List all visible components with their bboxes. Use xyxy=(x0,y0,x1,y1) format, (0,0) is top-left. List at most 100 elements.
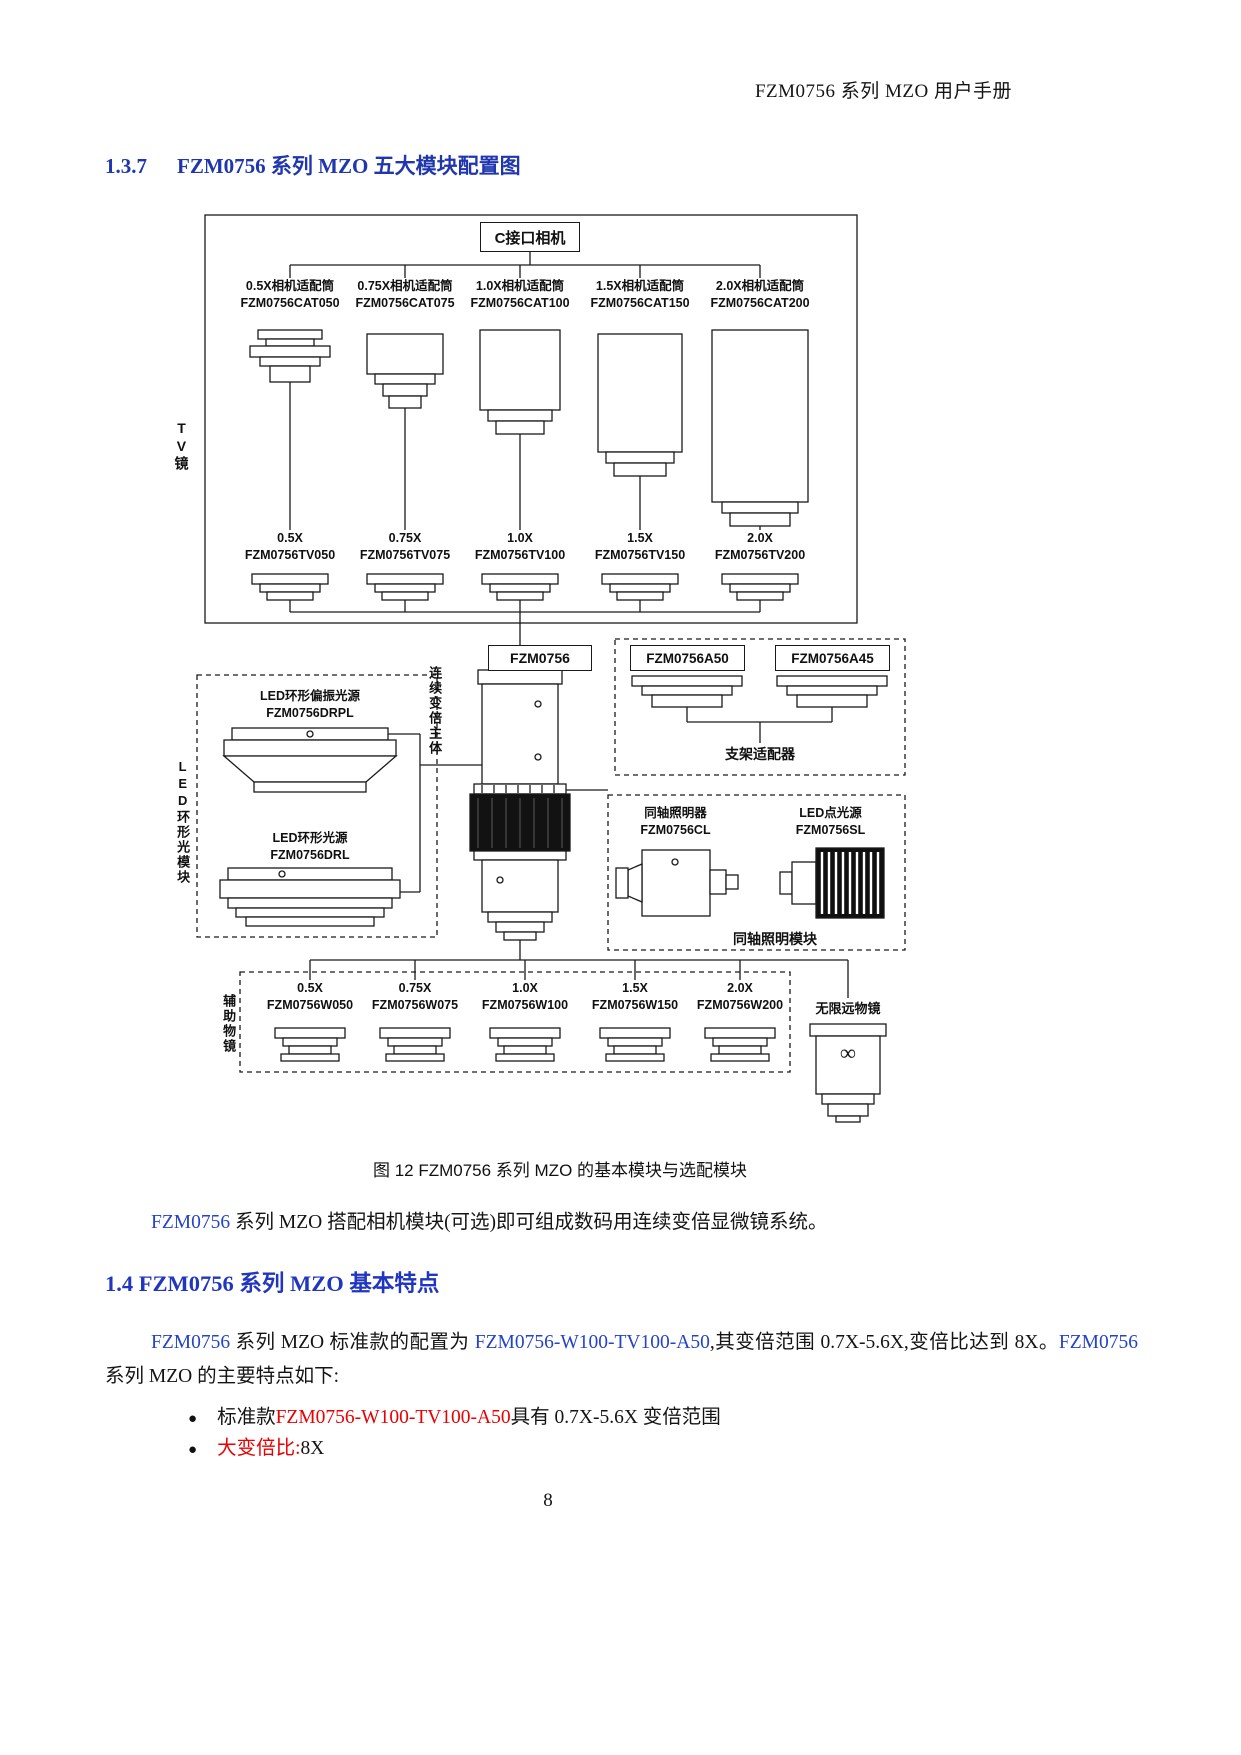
model-link: FZM0756 xyxy=(151,1212,231,1233)
objective-model: FZM0756W075 xyxy=(371,997,459,1012)
camera-adapter-label: 2.0X相机适配筒 FZM0756CAT200 xyxy=(690,278,830,311)
zoom-body-model: FZM0756 xyxy=(510,650,570,666)
tv-lens-model: FZM0756TV050 xyxy=(244,547,336,562)
adapter-model: FZM0756CAT075 xyxy=(355,295,455,310)
adapter-model: FZM0756CAT150 xyxy=(590,295,690,310)
objective-model: FZM0756W050 xyxy=(266,997,354,1012)
camera-port-box: C接口相机 xyxy=(480,222,580,252)
led-ring-light-drawings xyxy=(219,727,401,927)
feature-text: 标准款 xyxy=(217,1407,276,1428)
camera-adapter-label: 0.75X相机适配筒 FZM0756CAT075 xyxy=(335,278,475,311)
intro-paragraph: FZM0756 系列 MZO 搭配相机模块(可选)即可组成数码用连续变倍显微镜系… xyxy=(105,1206,1138,1240)
led-spot-model: FZM0756SL xyxy=(795,822,866,837)
led-spot-name: LED点光源 xyxy=(799,806,862,820)
infinity-objective-drawing xyxy=(809,1023,887,1123)
bullet-icon: ● xyxy=(188,1411,198,1427)
infinity-objective-label: 无限远物镜 xyxy=(815,1001,881,1016)
coaxial-model: FZM0756CL xyxy=(640,822,711,837)
coaxial-name: 同轴照明器 xyxy=(644,806,707,820)
bracket-a45-box: FZM0756A45 xyxy=(775,645,890,671)
tv-lens-name: 1.5X xyxy=(627,531,653,545)
page-number: 8 xyxy=(543,1490,553,1511)
figure-caption: 图 12 FZM0756 系列 MZO 的基本模块与选配模块 xyxy=(372,1161,748,1180)
feature-highlight: 大变倍比: xyxy=(217,1438,301,1459)
tv-lens-label: 1.0X FZM0756TV100 xyxy=(450,530,590,563)
infinity-symbol: ∞ xyxy=(840,1040,856,1065)
bracket-a50-model: FZM0756A50 xyxy=(646,650,729,666)
tv-lens-label: 0.75X FZM0756TV075 xyxy=(335,530,475,563)
adapter-name: 0.5X相机适配筒 xyxy=(245,279,335,293)
coaxial-group-label: 同轴照明模块 xyxy=(733,931,817,947)
section-heading-1-3-7: 1.3.7 FZM0756 系列 MZO 五大模块配置图 xyxy=(105,150,521,180)
section-title: FZM0756 系列 MZO 五大模块配置图 xyxy=(177,154,521,178)
bracket-a45-model: FZM0756A45 xyxy=(791,650,874,666)
adapter-name: 1.0X相机适配筒 xyxy=(475,279,565,293)
module-group-borders xyxy=(196,638,906,1073)
camera-adapter-label: 1.5X相机适配筒 FZM0756CAT150 xyxy=(570,278,710,311)
objective-model: FZM0756W200 xyxy=(696,997,784,1012)
objective-name: 2.0X xyxy=(727,981,753,995)
tv-lens-model: FZM0756TV075 xyxy=(359,547,451,562)
features-text: 系列 MZO 标准款的配置为 xyxy=(230,1332,475,1353)
features-text: 系列 MZO 的主要特点如下: xyxy=(105,1366,340,1387)
model-link: FZM0756 xyxy=(1058,1332,1138,1353)
tv-lens-label: 0.5X FZM0756TV050 xyxy=(220,530,360,563)
bullet-icon: ● xyxy=(188,1442,198,1458)
objective-label: 1.5X FZM0756W150 xyxy=(575,980,695,1013)
led-ring-model: FZM0756DRL xyxy=(270,847,350,862)
adapter-model: FZM0756CAT200 xyxy=(710,295,810,310)
module-configuration-diagram: C接口相机 FZM0756 FZM0756A50 FZM0756A45 TV镜 … xyxy=(170,212,915,1137)
objective-name: 0.5X xyxy=(297,981,323,995)
tv-lens-model: FZM0756TV150 xyxy=(594,547,686,562)
coaxial-illuminator-label: 同轴照明器 FZM0756CL xyxy=(613,805,738,838)
adapter-name: 2.0X相机适配筒 xyxy=(715,279,805,293)
feature-item: ● 标准款 FZM0756-W100-TV100-A50 具有 0.7X-5.6… xyxy=(188,1400,721,1431)
coaxial-illuminator-drawing xyxy=(615,849,739,917)
zoom-body-drawing xyxy=(469,669,571,941)
led-ring-group-label: LED环形光模块 xyxy=(175,759,191,885)
led-ring-name: LED环形光源 xyxy=(272,831,348,845)
tv-lens-name: 1.0X xyxy=(507,531,533,545)
camera-adapter-label: 1.0X相机适配筒 FZM0756CAT100 xyxy=(450,278,590,311)
adapter-name: 1.5X相机适配筒 xyxy=(595,279,685,293)
feature-text: 8X xyxy=(300,1438,325,1459)
camera-adapter-drawings xyxy=(249,329,809,527)
feature-text: 具有 0.7X-5.6X 变倍范围 xyxy=(510,1407,721,1428)
model-link: FZM0756 xyxy=(151,1332,231,1353)
camera-adapter-label: 0.5X相机适配筒 FZM0756CAT050 xyxy=(220,278,360,311)
led-polarized-model: FZM0756DRPL xyxy=(266,705,354,720)
adapter-model: FZM0756CAT050 xyxy=(240,295,340,310)
objective-model: FZM0756W150 xyxy=(591,997,679,1012)
adapter-model: FZM0756CAT100 xyxy=(470,295,570,310)
tv-lens-name: 0.5X xyxy=(277,531,303,545)
features-paragraph: FZM0756 系列 MZO 标准款的配置为 FZM0756-W100-TV10… xyxy=(105,1326,1138,1394)
tv-lens-drawings xyxy=(251,573,799,601)
connector-lines xyxy=(204,214,858,998)
page-header: FZM0756 系列 MZO 用户手册 xyxy=(754,81,1012,102)
adapter-name: 0.75X相机适配筒 xyxy=(357,279,453,293)
tv-lens-model: FZM0756TV100 xyxy=(474,547,566,562)
zoom-body-group-label: 连续变倍主体 xyxy=(427,666,443,756)
objective-name: 1.0X xyxy=(512,981,538,995)
tv-lens-model: FZM0756TV200 xyxy=(714,547,806,562)
intro-text: 系列 MZO 搭配相机模块(可选)即可组成数码用连续变倍显微镜系统。 xyxy=(230,1212,828,1233)
tv-lens-group-label: TV镜 xyxy=(173,420,190,472)
diagram-artwork xyxy=(196,214,906,1123)
feature-item: ● 大变倍比: 8X xyxy=(188,1431,721,1462)
bracket-group-label: 支架适配器 xyxy=(725,746,795,762)
config-model-link: FZM0756-W100-TV100-A50 xyxy=(474,1332,710,1353)
bracket-adapter-drawings xyxy=(631,675,888,708)
section-heading-1-4: 1.4 FZM0756 系列 MZO 基本特点 xyxy=(105,1271,440,1296)
objective-name: 1.5X xyxy=(622,981,648,995)
bracket-a50-box: FZM0756A50 xyxy=(630,645,745,671)
tv-lens-label: 1.5X FZM0756TV150 xyxy=(570,530,710,563)
section-number: 1.3.7 xyxy=(105,154,147,178)
led-ring-label: LED环形光源 FZM0756DRL xyxy=(230,830,390,863)
objective-label: 2.0X FZM0756W200 xyxy=(680,980,800,1013)
camera-port-label: C接口相机 xyxy=(494,229,566,247)
tv-lens-name: 0.75X xyxy=(388,531,422,545)
